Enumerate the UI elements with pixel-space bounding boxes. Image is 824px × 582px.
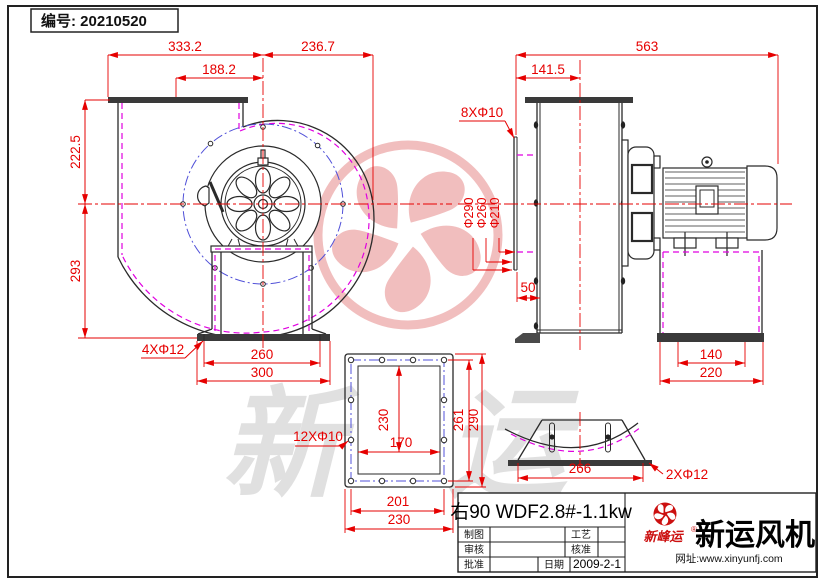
dim-height-bottom: 293 bbox=[68, 260, 83, 283]
casing-foot bbox=[515, 333, 540, 343]
doc-number-box: 编号: 20210520 bbox=[30, 8, 179, 33]
watermark-fan-logo bbox=[313, 140, 503, 330]
motor bbox=[662, 156, 778, 256]
dim-total-length: 563 bbox=[636, 39, 659, 54]
drawing-border bbox=[7, 5, 818, 578]
flange-view-dimensions: 230 170 261 290 201 230 12XΦ10 bbox=[293, 353, 486, 533]
side-latch bbox=[197, 185, 210, 207]
title-block: 右90 WDF2.8#-1.1kw 制图 工艺 审核 核准 批准 日期 2009… bbox=[450, 492, 817, 573]
dim-flange-offset: 141.5 bbox=[531, 62, 565, 77]
watermark-text: 新 运 bbox=[222, 379, 581, 512]
field-draft: 制图 bbox=[464, 528, 484, 541]
volute-scroll-outline bbox=[117, 119, 375, 339]
dim-right-width: 236.7 bbox=[301, 39, 335, 54]
field-date-label: 日期 bbox=[544, 559, 564, 571]
saddle-view-dimensions: 266 2XΦ12 bbox=[517, 461, 708, 482]
dim-foot-outer: 220 bbox=[700, 365, 723, 380]
flange-bolt-holes bbox=[347, 356, 448, 485]
dim-inlet-holes: 8XΦ10 bbox=[461, 105, 503, 120]
fan-logo-icon bbox=[653, 502, 677, 527]
centerlines bbox=[78, 58, 792, 468]
dim-base-outer: 300 bbox=[251, 365, 274, 380]
brand-area: 新峰运 ® 新运风机 网址:www.xinyunfj.com bbox=[643, 502, 815, 565]
company-name: 新运风机 bbox=[695, 519, 815, 552]
dim-total-width: 333.2 bbox=[168, 39, 202, 54]
dim-base-inner: 260 bbox=[251, 347, 274, 362]
casing-rivets bbox=[180, 124, 346, 287]
outlet-flange-front bbox=[108, 97, 248, 103]
field-process: 工艺 bbox=[571, 529, 591, 541]
registered-mark: ® bbox=[691, 525, 697, 534]
base-plate-side bbox=[657, 333, 764, 342]
front-view-dimensions: 333.2 236.7 188.2 222.5 293 4XΦ12 260 30… bbox=[68, 39, 374, 385]
field-standard: 核准 bbox=[571, 543, 591, 556]
field-check: 审核 bbox=[464, 543, 484, 556]
brand-script: 新峰运 bbox=[643, 529, 684, 544]
motor-end-cap bbox=[746, 165, 778, 241]
dim-inlet-d260: Φ260 bbox=[475, 198, 489, 229]
motor-support bbox=[657, 250, 764, 342]
dim-inlet-d290: Φ290 bbox=[462, 198, 476, 229]
dim-flange-outer-width: 230 bbox=[388, 512, 411, 527]
dim-inlet-gap: 50 bbox=[520, 280, 535, 295]
base-plate-front bbox=[197, 334, 330, 341]
dim-flange-inner-height: 230 bbox=[376, 409, 391, 432]
bearing-bracket bbox=[621, 139, 661, 267]
dim-flange-outer-height: 290 bbox=[466, 409, 481, 432]
website: 网址:www.xinyunfj.com bbox=[675, 552, 783, 565]
dim-flange-inner-width: 170 bbox=[390, 435, 413, 450]
side-view bbox=[513, 97, 778, 343]
field-approve: 批准 bbox=[464, 558, 484, 571]
dim-saddle-holes: 2XΦ12 bbox=[666, 467, 708, 482]
dim-foot-inner: 140 bbox=[700, 347, 723, 362]
dim-inlet-d210: Φ210 bbox=[488, 198, 502, 229]
dim-foot-holes: 4XΦ12 bbox=[142, 342, 184, 357]
front-view bbox=[108, 97, 375, 341]
side-view-dimensions: 563 141.5 8XΦ10 Φ290 Φ260 Φ210 50 140 22… bbox=[459, 39, 779, 385]
model-designation: 右90 WDF2.8#-1.1kw bbox=[450, 501, 632, 523]
dim-flange-bolt-height: 261 bbox=[451, 409, 466, 432]
outlet-flange-side bbox=[525, 97, 633, 103]
dim-saddle-width: 266 bbox=[569, 461, 592, 476]
pedestal bbox=[197, 238, 330, 341]
dim-flange-bolt-width: 201 bbox=[387, 494, 410, 509]
dim-height-top: 222.5 bbox=[68, 135, 83, 169]
watermark-char-2: 运 bbox=[447, 379, 581, 512]
dim-duct-offset: 188.2 bbox=[202, 62, 236, 77]
date-value: 2009-2-1 bbox=[573, 557, 621, 571]
dim-flange-holes: 12XΦ10 bbox=[293, 429, 343, 444]
doc-number: 编号: 20210520 bbox=[41, 12, 147, 30]
